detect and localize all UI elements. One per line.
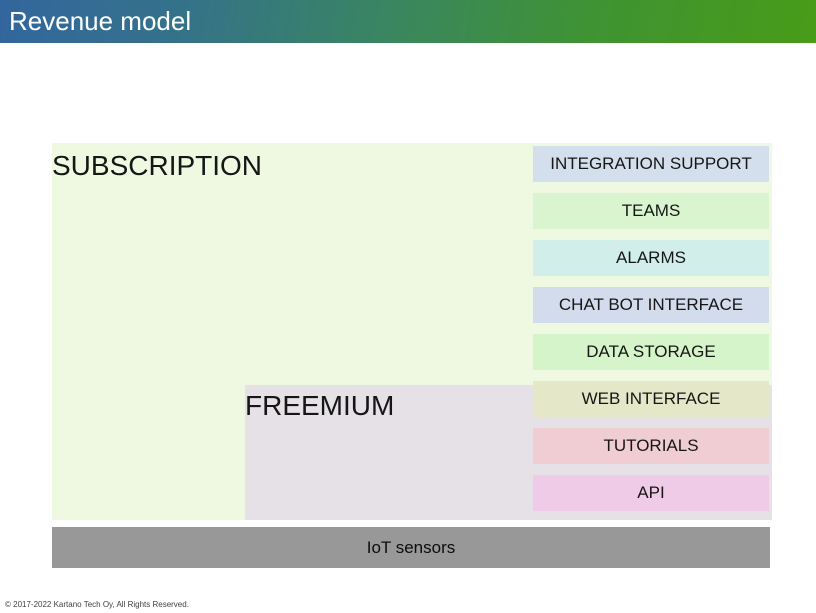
feature-label: ALARMS — [616, 248, 686, 267]
foundation-label: IoT sensors — [366, 537, 456, 557]
feature-chip-teams[interactable]: TEAMS — [533, 193, 769, 229]
feature-label: DATA STORAGE — [586, 342, 716, 361]
feature-label: TUTORIALS — [603, 436, 699, 455]
header-banner: Revenue model — [0, 0, 816, 43]
feature-label: INTEGRATION SUPPORT — [550, 154, 752, 173]
page-title: Revenue model — [9, 6, 192, 36]
feature-label: CHAT BOT INTERFACE — [558, 295, 744, 314]
feature-chip-api[interactable]: API — [533, 475, 769, 511]
feature-label: WEB INTERFACE — [581, 389, 721, 408]
tier-label-freemium: FREEMIUM — [245, 390, 395, 421]
feature-chip-data-storage[interactable]: DATA STORAGE — [533, 334, 769, 370]
feature-chip-integration-support[interactable]: INTEGRATION SUPPORT — [533, 146, 769, 182]
footer-copyright: © 2017-2022 Kartano Tech Oy, All Rights … — [5, 600, 189, 609]
feature-chip-tutorials[interactable]: TUTORIALS — [533, 428, 769, 464]
feature-list: INTEGRATION SUPPORT TEAMS ALARMS CHAT BO… — [533, 146, 769, 511]
feature-label: API — [637, 483, 665, 502]
feature-label: TEAMS — [621, 201, 681, 220]
foundation-bar-iot-sensors[interactable]: IoT sensors — [52, 527, 770, 568]
slide-body: SUBSCRIPTION FREEMIUM INTEGRATION SUPPOR… — [0, 43, 816, 613]
feature-chip-web-interface[interactable]: WEB INTERFACE — [533, 381, 769, 417]
tier-label-subscription: SUBSCRIPTION — [52, 150, 263, 181]
feature-chip-alarms[interactable]: ALARMS — [533, 240, 769, 276]
feature-chip-chat-bot-interface[interactable]: CHAT BOT INTERFACE — [533, 287, 769, 323]
